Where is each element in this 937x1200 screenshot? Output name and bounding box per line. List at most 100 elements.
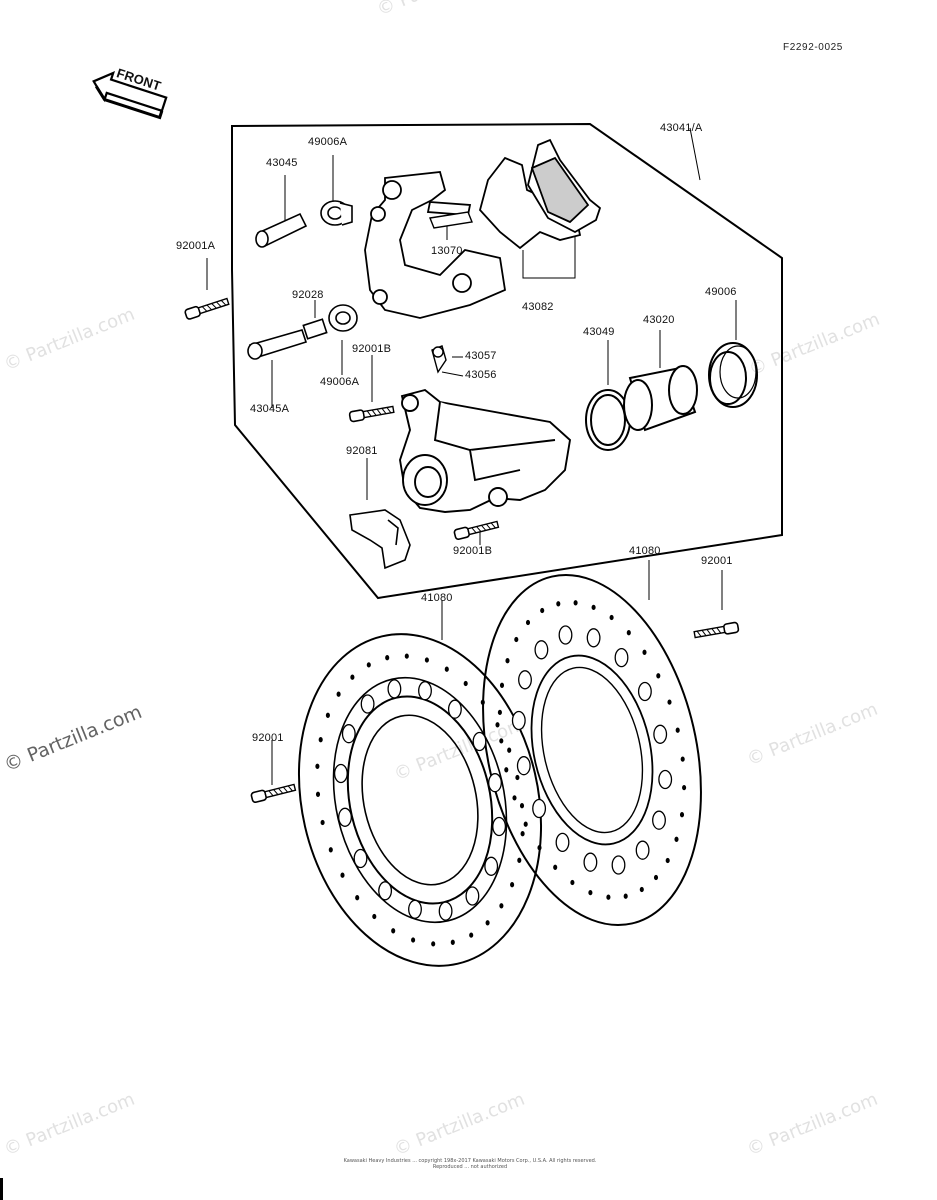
- label-49006a-top: 49006A: [308, 136, 348, 148]
- disc-hole: [366, 662, 371, 668]
- bleeder-valve-43057: [431, 345, 447, 374]
- disc-hole: [556, 601, 561, 607]
- bolt-92001a: [183, 295, 231, 321]
- disc-hole: [505, 658, 510, 664]
- disc-hole: [682, 784, 687, 791]
- disc-hole: [606, 894, 611, 900]
- label-43082: 43082: [522, 301, 554, 313]
- disc-hole: [679, 812, 685, 818]
- disc-hole: [583, 852, 598, 872]
- disc-hole: [642, 649, 647, 655]
- brake-pads-43082: [479, 138, 602, 250]
- disc-hole: [523, 821, 528, 827]
- disc-hole: [512, 795, 517, 801]
- disc-hole: [404, 653, 409, 659]
- label-43045: 43045: [266, 157, 298, 169]
- disc-hole: [519, 803, 525, 809]
- label-41080-right: 41080: [629, 545, 661, 557]
- diagram-code: F2292-0025: [783, 42, 843, 53]
- disc-hole: [515, 774, 520, 781]
- disc-hole: [511, 710, 526, 731]
- label-43045a: 43045A: [250, 403, 290, 415]
- disc-hole: [525, 619, 531, 626]
- label-41080-left: 41080: [421, 592, 453, 604]
- disc-hole: [411, 937, 416, 943]
- disc-hole: [318, 737, 323, 743]
- pin-43045a: [247, 329, 308, 360]
- disc-hole: [499, 738, 504, 744]
- disc-hole: [499, 682, 505, 688]
- disc-hole: [520, 831, 525, 837]
- disc-hole: [573, 600, 578, 606]
- disc-hole: [353, 848, 368, 869]
- disc-hole: [518, 670, 532, 690]
- label-49006a-bottom: 49006A: [320, 376, 360, 388]
- sleeve-92028: [302, 318, 328, 340]
- disc-hole: [431, 941, 436, 947]
- disc-hole: [656, 673, 661, 679]
- piston-43020: [623, 365, 698, 432]
- label-43057: 43057: [465, 350, 497, 362]
- disc-hole: [534, 640, 549, 660]
- disc-hole: [510, 882, 515, 888]
- disc-hole: [658, 769, 673, 790]
- label-92001b-bottom: 92001B: [453, 545, 493, 557]
- copyright-line: Kawasaki Heavy Industries ... copyright …: [343, 1158, 597, 1164]
- disc-hole: [408, 899, 422, 919]
- disc-hole: [558, 625, 573, 645]
- disc-hole: [447, 699, 462, 719]
- pin-43045: [255, 212, 308, 248]
- disc-hole: [350, 674, 355, 680]
- copyright-line: Reproduced ... not authorized: [432, 1164, 508, 1170]
- boot-49006a-top: [320, 200, 353, 226]
- bolt-92001b-bottom: [452, 518, 500, 541]
- bolt-92001b-top: [348, 403, 395, 423]
- label-92001-left: 92001: [252, 732, 284, 744]
- caliper-bracket: [364, 171, 506, 319]
- disc-hole: [387, 679, 402, 699]
- caliper-body: [399, 388, 572, 513]
- disc-hole: [675, 727, 680, 733]
- brake-disc-41080-right: [482, 573, 702, 927]
- brake-disc-41080-left: [297, 633, 543, 967]
- front-arrow-icon: [92, 70, 168, 120]
- label-92081: 92081: [346, 445, 378, 457]
- disc-hole: [472, 731, 487, 752]
- disc-hole: [438, 901, 453, 921]
- spring-plate-92081: [349, 509, 411, 570]
- label-92028: 92028: [292, 289, 324, 301]
- disc-hole: [540, 607, 545, 614]
- disc-hole: [532, 798, 547, 819]
- disc-hole: [653, 724, 668, 744]
- disc-hole: [507, 747, 512, 753]
- disc-holes: [315, 600, 687, 947]
- disc-hole: [450, 939, 455, 945]
- disc-hole: [639, 886, 644, 893]
- disc-hole: [497, 709, 502, 716]
- disc-hole: [674, 836, 679, 842]
- disc-hole: [652, 810, 666, 830]
- disc-hole: [591, 604, 596, 611]
- disc-hole: [623, 893, 628, 899]
- disc-hole: [355, 895, 360, 901]
- disc-hole: [611, 855, 626, 875]
- disc-hole: [360, 694, 375, 714]
- disc-hole: [469, 932, 474, 938]
- disc-hole: [315, 791, 321, 797]
- page-edge-mark: [0, 1178, 3, 1200]
- disc-hole: [537, 845, 542, 851]
- label-43041a: 43041/A: [660, 122, 703, 134]
- disc-hole: [499, 903, 504, 909]
- disc-hole: [588, 889, 593, 896]
- disc-hole: [336, 691, 341, 697]
- label-43049: 43049: [583, 326, 615, 338]
- disc-hole: [480, 699, 485, 705]
- disc-hole: [492, 816, 507, 837]
- label-43056: 43056: [465, 369, 497, 381]
- copyright-notice: Kawasaki Heavy Industries ... copyright …: [300, 1158, 640, 1170]
- disc-hole: [444, 666, 449, 672]
- disc-hole: [553, 864, 558, 870]
- disc-hole: [325, 712, 330, 718]
